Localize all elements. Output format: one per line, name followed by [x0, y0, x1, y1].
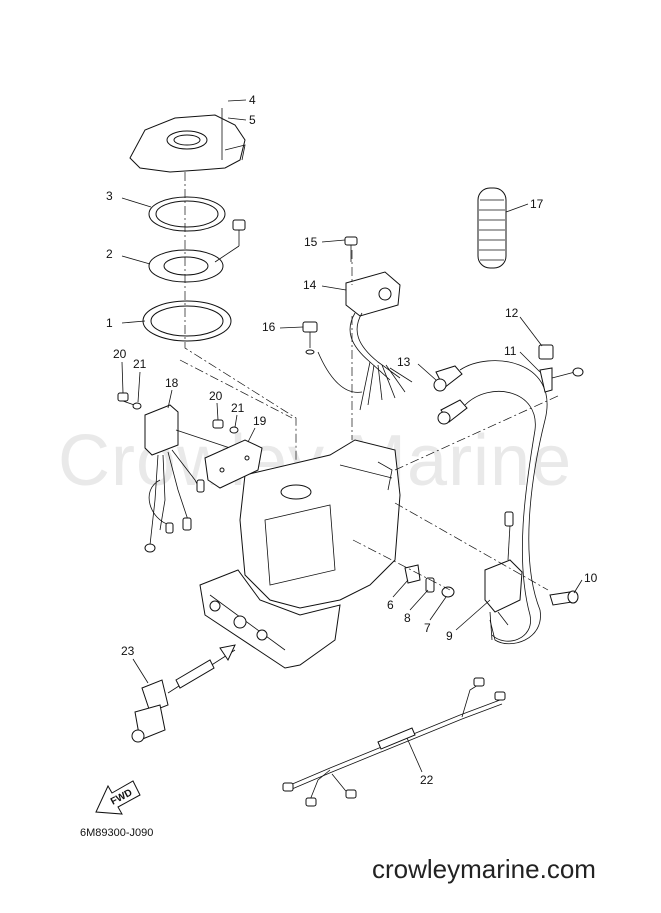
ignition-coil-9: [484, 511, 523, 641]
callout-number-6: 6: [387, 598, 394, 612]
callout-number-18: 18: [165, 376, 179, 390]
spark-plug-caps-13: [433, 360, 548, 644]
callout-leader-17: [505, 203, 529, 213]
callout-leader-11: [519, 351, 541, 373]
callout-number-8: 8: [404, 611, 411, 625]
callout-labels: 1234567891011121314151617181920202121222…: [106, 93, 598, 787]
callout-number-22: 22: [420, 773, 434, 787]
bracket-19: [204, 439, 263, 489]
rectifier-18: [144, 404, 205, 553]
callout-leader-5: [227, 117, 247, 121]
callout-number-19: 19: [253, 414, 267, 428]
callout-number-14: 14: [303, 278, 317, 292]
bottom-cowling: [199, 569, 341, 669]
callout-leader-13: [417, 363, 437, 381]
callout-leader-16: [279, 326, 304, 329]
ring-3: [148, 196, 226, 232]
callout-number-21b: 21: [231, 401, 245, 415]
stop-switch-23: [131, 644, 236, 743]
bolt-7: [441, 586, 455, 598]
callout-leader-4: [227, 99, 247, 102]
callout-leader-12: [519, 316, 543, 347]
stator-ring-2: [148, 249, 224, 283]
callout-number-9: 9: [446, 629, 453, 643]
callout-leader-20b: [216, 402, 219, 421]
site-url: crowleymarine.com: [372, 854, 596, 884]
engine-powerhead-block: [239, 439, 401, 609]
diagram-code: 6M89300-J090: [80, 827, 153, 839]
bolt-16: [302, 321, 318, 355]
callout-leader-18: [167, 389, 173, 409]
callout-number-12: 12: [505, 306, 519, 320]
part-6: [404, 564, 421, 584]
callout-leader-10: [573, 579, 583, 594]
callout-leader-23: [132, 658, 149, 684]
lead-clamp-11: [539, 367, 576, 393]
callout-number-15: 15: [304, 235, 318, 249]
callout-number-2: 2: [106, 247, 113, 261]
callout-number-21a: 21: [133, 357, 147, 371]
screw-11: [572, 367, 584, 377]
callout-number-1: 1: [106, 316, 113, 330]
callout-leader-3: [121, 197, 152, 208]
callout-number-10: 10: [584, 571, 598, 585]
flywheel-cover-plate: [129, 114, 246, 173]
callout-leader-15: [321, 239, 346, 243]
callout-number-4: 4: [249, 93, 256, 107]
callout-number-23: 23: [121, 644, 135, 658]
cdi-unit-14: [317, 271, 413, 411]
rubber-boot-17: [477, 187, 507, 269]
callout-leader-7: [429, 596, 447, 621]
callout-leader-8: [409, 589, 429, 611]
bolt-20-mid: [212, 419, 224, 429]
callout-leader-21b: [234, 414, 238, 428]
callout-number-7: 7: [424, 621, 431, 635]
callout-leader-19: [247, 427, 256, 443]
callout-leader-22: [406, 737, 423, 773]
callout-leader-14: [321, 285, 347, 291]
stator-bolt: [214, 219, 246, 263]
callout-number-20a: 20: [113, 347, 127, 361]
callout-leader-6: [392, 579, 409, 598]
fwd-direction-arrow: FWD: [95, 780, 141, 815]
callout-leader-20a: [121, 361, 124, 394]
bolt-10: [549, 590, 579, 606]
part-8: [425, 577, 435, 593]
washer-21-mid: [229, 426, 239, 434]
callout-number-16: 16: [262, 320, 276, 334]
callout-leader-1: [121, 320, 146, 324]
bolt-15: [344, 236, 358, 262]
callout-number-3: 3: [106, 189, 113, 203]
washer-21-left: [132, 402, 142, 410]
callout-leader-21a: [137, 371, 141, 403]
callout-number-13: 13: [397, 355, 411, 369]
callout-number-11: 11: [504, 344, 517, 358]
callout-leader-2: [121, 255, 151, 265]
callout-number-5: 5: [249, 113, 256, 127]
callout-number-20b: 20: [209, 389, 223, 403]
callout-leader-9: [455, 599, 491, 631]
clamp-cap-12: [538, 344, 554, 360]
callout-number-17: 17: [530, 197, 544, 211]
wiring-harness-22: [282, 677, 506, 807]
base-ring-1: [142, 300, 232, 342]
